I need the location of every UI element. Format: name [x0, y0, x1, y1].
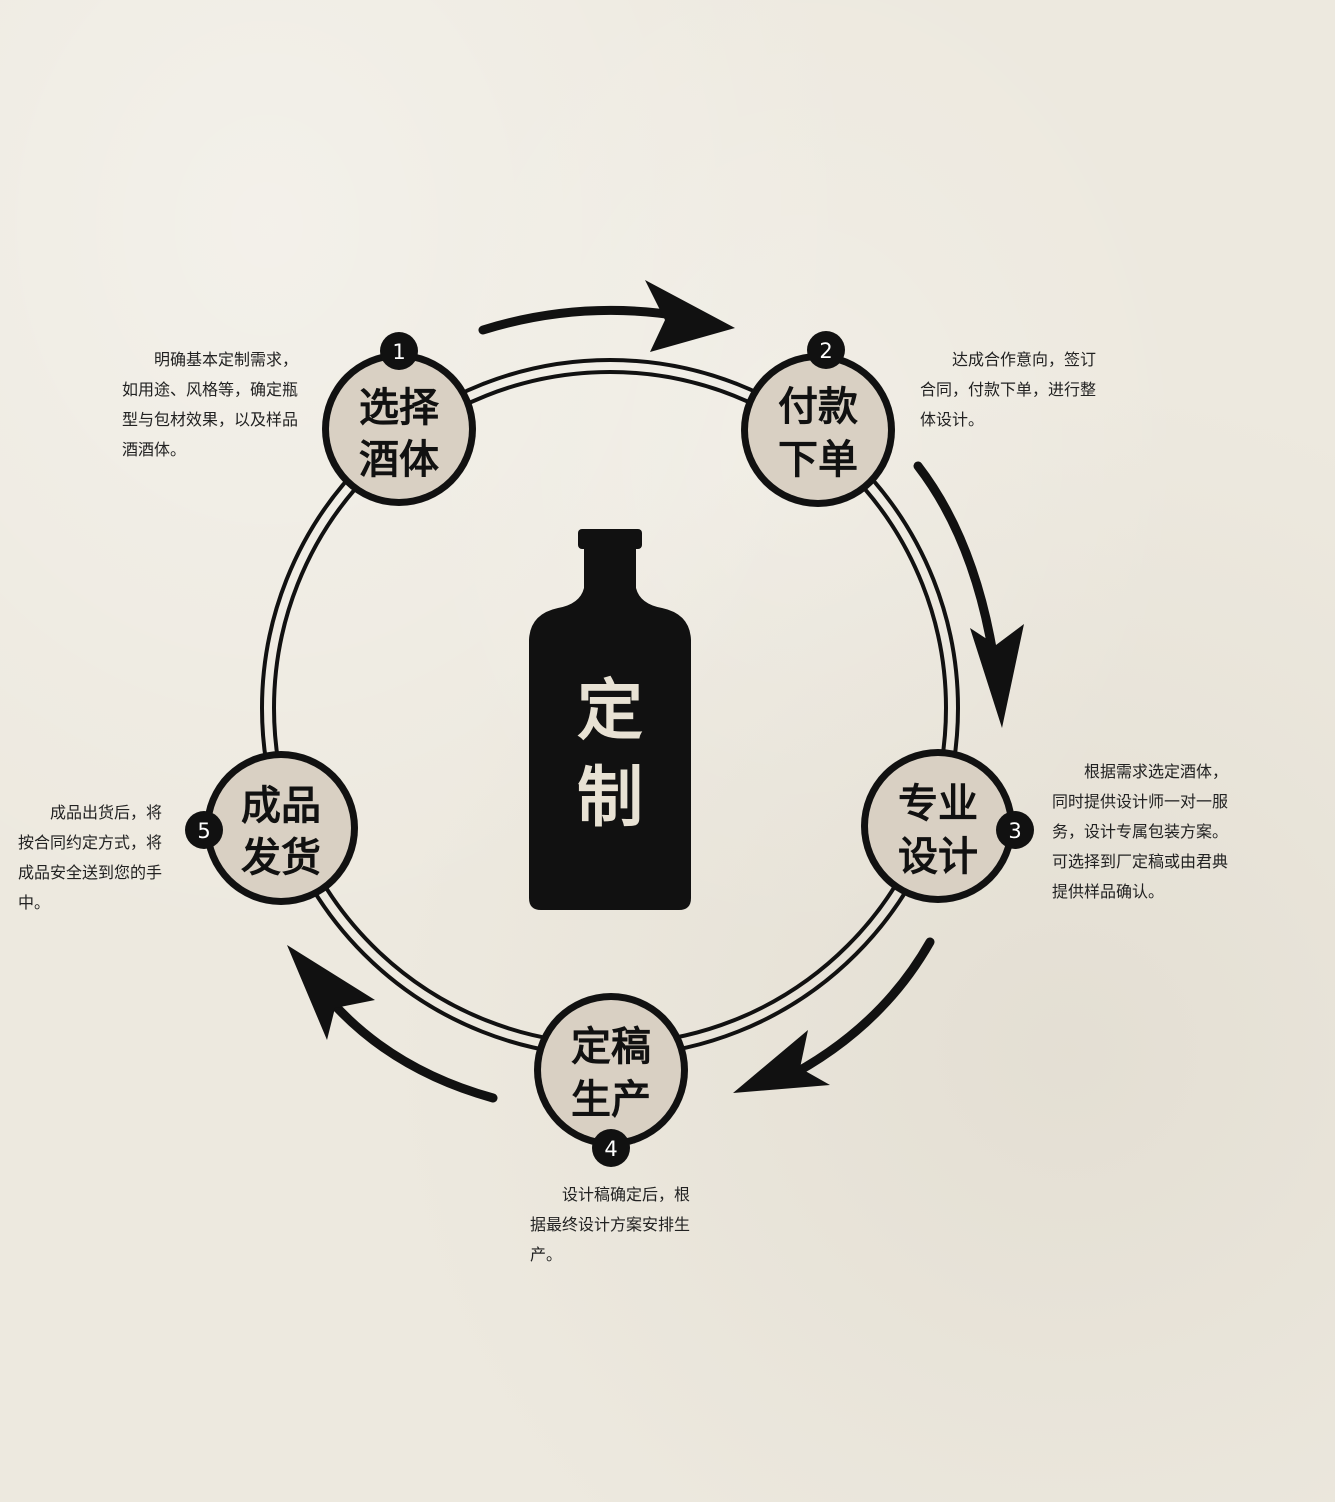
- step-1-number: 1: [392, 340, 405, 364]
- step-5-badge: [185, 811, 223, 849]
- step-2-badge: [807, 331, 845, 369]
- step-2-label-line-1: 付款: [778, 384, 858, 430]
- step-4-badge: [592, 1129, 630, 1167]
- step-2-label-line-2: 下单: [778, 437, 858, 483]
- step-node-5: 成品 发货 5: [185, 751, 358, 905]
- arrow-2-to-3: [913, 461, 1024, 728]
- step-2-number: 2: [819, 339, 832, 363]
- bottle-silhouette: 定 制: [529, 529, 691, 910]
- step-node-3: 专业 设计 3: [861, 749, 1034, 903]
- step-1-label-line-2: 酒体: [359, 437, 439, 483]
- step-3-badge: [996, 811, 1034, 849]
- step-1-description: 明确基本定制需求，如用途、风格等，确定瓶型与包材效果，以及样品酒酒体。: [122, 350, 299, 459]
- step-node-4: 定稿 生产 4: [534, 993, 688, 1167]
- step-node-2: 付款 下单 2: [741, 331, 895, 507]
- step-1-badge: [380, 332, 418, 370]
- step-3-label-line-2: 设计: [898, 834, 978, 880]
- step-3-number: 3: [1008, 819, 1021, 843]
- arrow-1-to-2: [478, 280, 735, 352]
- step-node-1: 选择 酒体 1: [322, 332, 476, 506]
- step-5-label-line-1: 成品: [241, 783, 321, 829]
- step-5-description: 成品出货后，将按合同约定方式，将成品安全送到您的手中。: [18, 803, 163, 912]
- arrow-4-to-5: [287, 945, 498, 1103]
- step-1-label-line-1: 选择: [359, 385, 440, 431]
- step-4-number: 4: [604, 1137, 617, 1161]
- arrow-3-to-4: [733, 937, 935, 1093]
- step-3-description: 根据需求选定酒体，同时提供设计师一对一服务，设计专属包装方案。可选择到厂定稿或由…: [1052, 762, 1229, 901]
- step-2-description: 达成合作意向，签订合同，付款下单，进行整体设计。: [920, 350, 1097, 429]
- step-4-label-line-2: 生产: [571, 1077, 651, 1123]
- step-5-number: 5: [197, 819, 210, 843]
- bottle-text-2: 制: [577, 758, 643, 836]
- bottle-text-1: 定: [577, 671, 643, 749]
- step-5-label-line-2: 发货: [241, 835, 321, 881]
- step-4-description: 设计稿确定后，根据最终设计方案安排生产。: [530, 1185, 691, 1264]
- step-4-label-line-1: 定稿: [571, 1024, 651, 1070]
- step-3-label-line-1: 专业: [898, 781, 978, 827]
